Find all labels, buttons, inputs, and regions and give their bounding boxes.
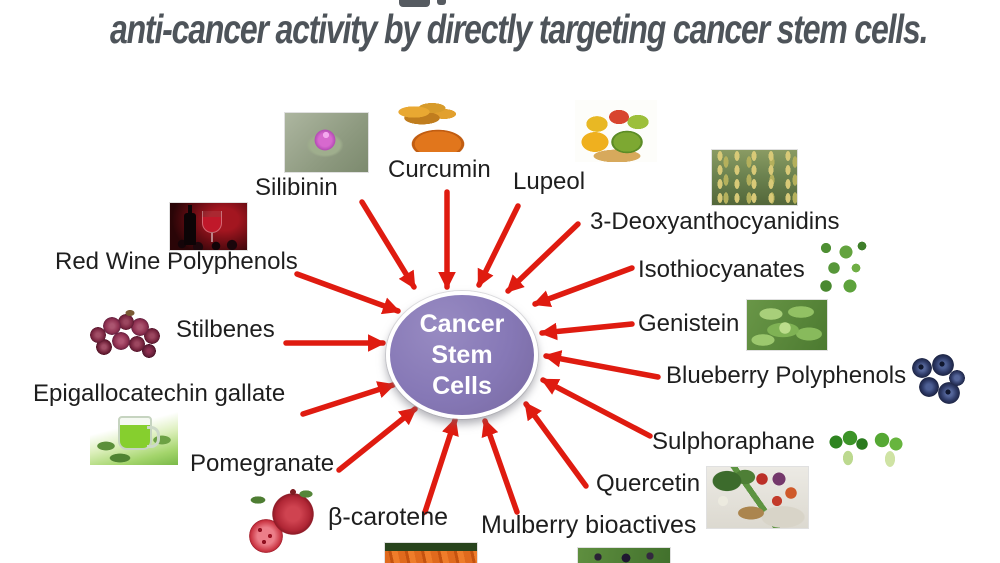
arrow-genistein [539,321,635,341]
arrow-egcg [300,381,396,417]
arrow-quercetin [523,401,589,489]
broccoli-pieces-image [812,238,870,296]
arrow-lupeol [476,203,521,288]
pomegranate-image [240,480,320,560]
page-title: anti-cancer activity by directly targeti… [110,6,929,52]
label-epigallocatechin-gallate: Epigallocatechin gallate [33,380,286,407]
center-line-3: Cells [432,371,492,400]
center-line-2: Stem [431,340,493,369]
wine-glass-shape [202,211,222,233]
arrow-blueberry-polyphenols [543,350,661,380]
soybeans-image [747,300,827,350]
wine-glass-stem-shape [211,233,213,242]
label-isothiocyanates: Isothiocyanates [638,256,805,283]
label-deoxyanthocyanidins: 3-Deoxyanthocyanidins [590,208,840,235]
label-quercetin: Quercetin [596,470,701,497]
wine-bottle-neck-shape [188,205,192,215]
arrow-red-wine [294,271,401,315]
label-lupeol: Lupeol [513,168,586,195]
arrow-carotene [422,417,459,515]
label-stilbenes: Stilbenes [176,316,275,343]
green-tea-image [90,410,178,465]
cropped-text-fragment [437,0,446,5]
label-beta-carotene: β-carotene [328,503,448,531]
label-curcumin: Curcumin [388,156,491,183]
mangoes-image [575,100,657,162]
turmeric-image [392,100,470,152]
label-silibinin: Silibinin [255,174,338,201]
label-blueberry-polyphenols: Blueberry Polyphenols [666,362,907,389]
sorghum-field-image [712,150,797,205]
tea-cup-handle-shape [147,426,160,448]
cancer-stem-cells-node: Cancer Stem Cells [386,291,538,419]
arrow-mulberry [481,418,520,515]
label-mulberry-bioactives: Mulberry bioactives [481,511,697,539]
wine-bottle-shape [184,213,196,245]
blueberries-image [905,353,967,410]
broccoli-florets-image [820,428,910,470]
label-genistein: Genistein [638,310,740,337]
carrots-image [385,543,477,563]
arrow-deoxyanthocyanidins [505,221,581,294]
arrow-silibinin [359,199,417,290]
cropped-text-fragment [399,0,430,7]
label-sulphoraphane: Sulphoraphane [652,428,815,455]
arrow-pomegranate [336,406,418,473]
tea-cup-shape [118,416,160,450]
red-wine-image [170,203,247,250]
center-line-1: Cancer [419,309,505,338]
mulberries-image [578,548,670,563]
label-pomegranate: Pomegranate [190,450,335,477]
arrow-isothiocyanates [532,265,635,308]
milk-thistle-image [285,113,368,172]
red-grapes-image [80,305,170,360]
label-red-wine-polyphenols: Red Wine Polyphenols [55,248,298,275]
mixed-vegetables-image [707,467,808,528]
arrow-sulphoraphane [540,377,653,439]
